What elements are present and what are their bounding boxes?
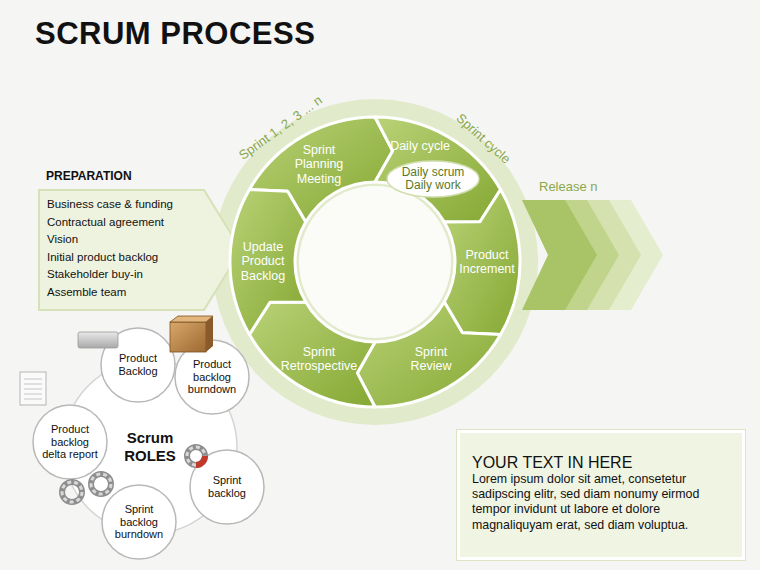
ellipse-text: Daily scrum Daily work xyxy=(393,166,473,192)
donut-wedge xyxy=(196,456,205,465)
list-item: Business case & funding xyxy=(47,196,207,214)
circle-inner: Sprint backlog burndown xyxy=(101,484,177,560)
document-line xyxy=(24,383,42,384)
circle-outline xyxy=(175,340,249,414)
ellipse-inner: Daily scrum Daily work xyxy=(386,160,480,198)
preparation-arrow: PREPARATION Business case & fundingContra… xyxy=(38,166,244,312)
circle-outline xyxy=(190,450,264,524)
release-chevrons: Release n xyxy=(522,178,667,312)
cycle-segment: Sprint Review xyxy=(354,299,504,410)
circle-inner: Product backlog burndown xyxy=(174,339,250,415)
cycle-segment: Update Product Backlog xyxy=(227,186,309,338)
circle-text: Product backlog burndown xyxy=(181,358,243,397)
circle-text: Sprint backlog burndown xyxy=(108,503,170,542)
text-box-body: Lorem ipsum dolor sit amet, consetetur s… xyxy=(472,472,730,533)
document-line xyxy=(24,388,42,389)
circle-inner: Sprint backlog xyxy=(189,449,265,525)
donut-icon xyxy=(187,447,205,465)
role-circle: Sprint backlog burndown xyxy=(101,484,177,560)
segment-arrow xyxy=(249,302,375,407)
list-item: Initial product backlog xyxy=(47,249,207,267)
donut-icon xyxy=(91,474,111,494)
text-box: YOUR TEXT IN HERELorem ipsum dolor sit a… xyxy=(457,430,745,560)
list-item: Contractual agreement xyxy=(47,214,207,232)
text-box-heading: YOUR TEXT IN HERE xyxy=(472,453,730,472)
tray-icon xyxy=(78,332,118,348)
role-circle: Sprint backlog xyxy=(189,449,265,525)
donut-ring xyxy=(91,474,111,494)
chevron-group xyxy=(522,200,667,334)
role-circle: Product backlog burndown xyxy=(174,339,250,415)
list-item: Assemble team xyxy=(47,284,207,302)
role-circle: Product Backlog xyxy=(100,327,176,403)
segment-arrow xyxy=(230,190,306,335)
circle-outline xyxy=(102,485,176,559)
release-label: Release n xyxy=(539,179,598,194)
cycle-segment: Sprint Retrospective xyxy=(246,299,378,410)
circle-text: Product backlog delta report xyxy=(39,423,101,462)
circle-text: Product Backlog xyxy=(107,352,169,378)
segment-label: Sprint Retrospective xyxy=(273,345,365,374)
circle-text: Scrum ROLES xyxy=(115,429,185,465)
donut-ring xyxy=(187,447,205,465)
heading: PREPARATION xyxy=(46,169,132,183)
segment-label: Sprint Planning Meeting xyxy=(284,143,354,186)
document-line xyxy=(24,378,42,379)
segment-label: Sprint Review xyxy=(400,345,462,374)
ellipse-outline xyxy=(387,161,479,197)
arrow-outline xyxy=(39,190,241,310)
ring-hole xyxy=(299,186,451,338)
segment-label: Product Increment xyxy=(451,248,523,277)
segment-label: Daily cycle xyxy=(380,139,460,153)
circle-outline xyxy=(33,405,107,479)
list-item: Stakeholder buy-in xyxy=(47,266,207,284)
document-line xyxy=(24,398,42,399)
daily-ellipse: Daily scrum Daily work xyxy=(386,160,480,198)
segment-arrow xyxy=(357,302,500,407)
document-line xyxy=(24,393,42,394)
box-side xyxy=(206,316,213,352)
item-list: Business case & fundingContractual agree… xyxy=(47,196,207,302)
chevron xyxy=(522,200,597,310)
title: SCRUM PROCESS xyxy=(35,16,315,52)
document-icon xyxy=(20,372,46,405)
donut-ring xyxy=(62,482,82,502)
donut-icon xyxy=(62,482,82,502)
circle-inner: Product Backlog xyxy=(100,327,176,403)
circle-text: Sprint backlog xyxy=(196,474,258,500)
role-circle: Product backlog delta report xyxy=(32,404,108,480)
box-icon xyxy=(170,322,206,352)
box-lid xyxy=(170,316,213,322)
circle-outline xyxy=(101,328,175,402)
segment-label: Update Product Backlog xyxy=(231,240,295,283)
circle-inner: Product backlog delta report xyxy=(32,404,108,480)
list-item: Vision xyxy=(47,231,207,249)
